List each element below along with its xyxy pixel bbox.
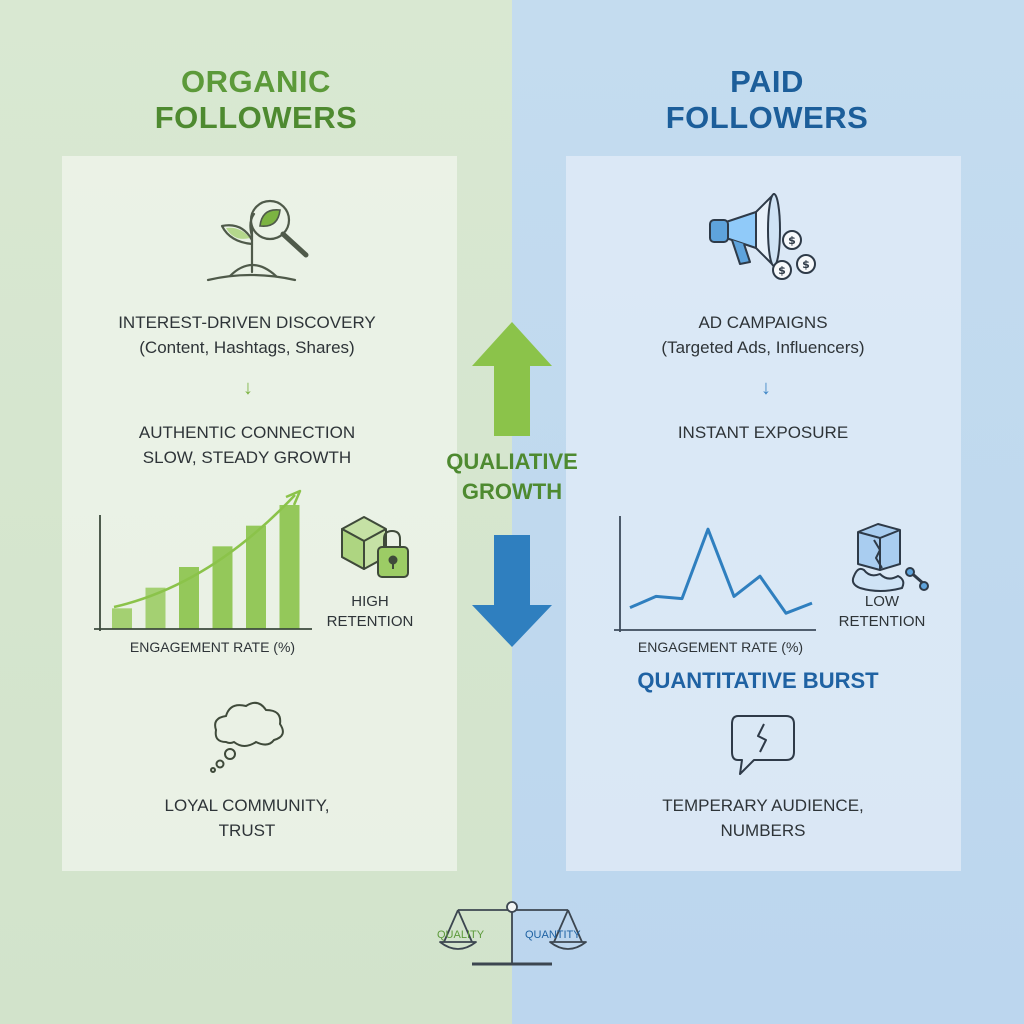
paid-down-arrow-icon: ↓: [761, 377, 771, 399]
organic-down-arrow-icon: ↓: [243, 377, 253, 399]
center-line1: QUALIATIVE: [446, 449, 578, 474]
paid-panel: [566, 156, 961, 871]
megaphone-coins-icon: $ $ $: [709, 193, 816, 280]
organic-title: ORGANIC FOLLOWERS: [106, 64, 406, 136]
organic-bar: [246, 525, 266, 629]
paid-title-line1: PAID: [730, 64, 804, 99]
paid-audience-line2: NUMBERS: [720, 821, 806, 840]
svg-text:$: $: [802, 258, 810, 271]
svg-text:$: $: [788, 234, 796, 247]
organic-retention-line1: HIGH: [351, 593, 389, 610]
paid-audience-line1: TEMPERARY AUDIENCE,: [662, 796, 864, 815]
paid-campaign-line2: (Targeted Ads, Influencers): [661, 338, 865, 357]
balance-scale-icon: [439, 901, 587, 966]
organic-bar: [212, 546, 233, 629]
melting-box-icon: [851, 523, 929, 592]
organic-engagement-chart: [94, 489, 312, 631]
center-line2: GROWTH: [461, 479, 563, 504]
organic-discovery-text: INTEREST-DRIVEN DISCOVERY (Content, Hash…: [72, 310, 422, 360]
organic-discovery-line1: INTEREST-DRIVEN DISCOVERY: [118, 313, 376, 332]
paid-engagement-chart: [614, 516, 816, 632]
thought-cloud-icon: [210, 701, 284, 773]
paid-retention-line2: RETENTION: [838, 613, 926, 630]
paid-audience-text: TEMPERARY AUDIENCE, NUMBERS: [588, 793, 938, 843]
qualitative-growth-label: QUALIATIVE GROWTH: [412, 447, 612, 507]
organic-retention-text: HIGH RETENTION: [320, 592, 420, 632]
trend-arrow-head: [285, 489, 302, 506]
down-arrow-icon: [472, 535, 552, 647]
organic-bar: [179, 567, 199, 629]
paid-chart-xlabel: ENGAGEMENT RATE (%): [637, 639, 804, 655]
paid-campaign-line1: AD CAMPAIGNS: [698, 313, 828, 332]
organic-bar: [279, 505, 300, 629]
paid-exposure-text: INSTANT EXPOSURE: [677, 423, 849, 442]
organic-bar: [112, 608, 132, 629]
organic-discovery-line2: (Content, Hashtags, Shares): [139, 338, 355, 357]
organic-title-line2: FOLLOWERS: [154, 100, 358, 135]
plant-magnifier-icon: [206, 199, 309, 282]
paid-retention-line1: LOW: [864, 593, 900, 610]
up-arrow-icon: [472, 322, 552, 436]
scale-quality-label: QUALITY: [437, 929, 485, 941]
paid-campaign-text: AD CAMPAIGNS (Targeted Ads, Influencers): [588, 310, 938, 360]
organic-title-line1: ORGANIC: [181, 64, 331, 99]
organic-chart-xlabel: ENGAGEMENT RATE (%): [129, 639, 296, 655]
organic-retention-line2: RETENTION: [326, 613, 414, 630]
organic-connection-line2: SLOW, STEADY GROWTH: [142, 448, 352, 467]
organic-community-line2: TRUST: [218, 821, 276, 840]
speech-bubble-icon: [731, 715, 795, 775]
organic-connection-line1: AUTHENTIC CONNECTION: [138, 423, 356, 442]
organic-bar: [145, 587, 166, 629]
quantitative-burst-label: QUANTITATIVE BURST: [637, 668, 879, 693]
paid-title-line2: FOLLOWERS: [665, 100, 869, 135]
organic-connection-text: AUTHENTIC CONNECTION SLOW, STEADY GROWTH: [72, 420, 422, 470]
paid-title: PAID FOLLOWERS: [617, 64, 917, 136]
paid-retention-text: LOW RETENTION: [832, 592, 932, 632]
organic-community-text: LOYAL COMMUNITY, TRUST: [72, 793, 422, 843]
scale-quantity-label: QUANTITY: [525, 929, 581, 941]
paid-series-line: [629, 527, 813, 615]
trend-arrow: [113, 494, 296, 609]
svg-text:$: $: [778, 264, 786, 277]
organic-community-line1: LOYAL COMMUNITY,: [164, 796, 330, 815]
box-lock-icon: [341, 516, 409, 578]
